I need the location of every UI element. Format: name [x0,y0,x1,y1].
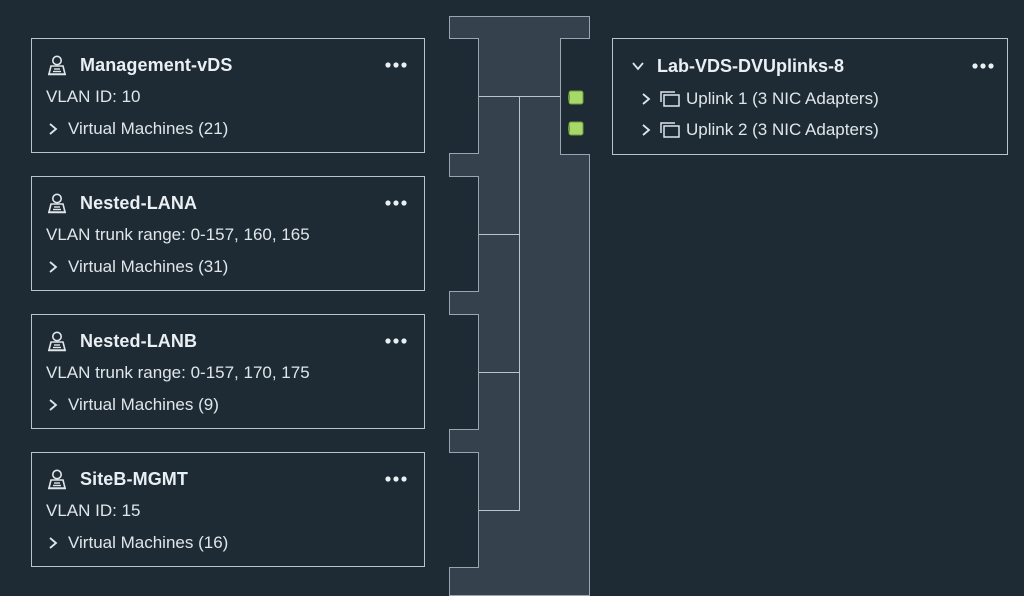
uplinks-header[interactable]: Lab-VDS-DVUplinks-8 [631,53,997,79]
portgroup-card-nested-lanb[interactable]: Nested-LANB VLAN trunk range: 0-157, 170… [31,314,425,429]
portgroup-vlan: VLAN trunk range: 0-157, 170, 175 [46,363,310,382]
virtual-machines-label: Virtual Machines (16) [68,533,229,552]
portgroup-card-siteb-mgmt[interactable]: SiteB-MGMT VLAN ID: 15 Virtual Machines … [31,452,425,567]
uplinks-group-name: Lab-VDS-DVUplinks-8 [657,55,845,76]
portgroup-name: SiteB-MGMT [80,468,188,489]
nic-port-icon[interactable] [568,121,584,136]
nic-port-icon[interactable] [568,90,584,105]
more-actions-icon[interactable] [969,53,997,79]
uplink-icon [660,91,680,107]
network-portgroup-icon [47,469,67,490]
wire [479,234,520,235]
more-actions-icon[interactable] [382,190,410,216]
uplink-row[interactable]: Uplink 2 (3 NIC Adapters) [639,119,879,141]
portgroup-port-block [449,314,479,430]
network-portgroup-icon [47,55,67,76]
network-portgroup-icon [47,331,67,352]
portgroup-card-management-vds[interactable]: Management-vDS VLAN ID: 10 Virtual Machi… [31,38,425,153]
chevron-right-icon [49,261,58,273]
portgroup-port-block [449,176,479,292]
uplink-icon [660,122,680,138]
portgroup-vlan: VLAN ID: 15 [46,501,141,520]
more-actions-icon[interactable] [382,52,410,78]
chevron-right-icon [49,537,58,549]
more-actions-icon[interactable] [382,328,410,354]
portgroup-card-nested-lana[interactable]: Nested-LANA VLAN trunk range: 0-157, 160… [31,176,425,291]
portgroup-port-block [449,38,479,154]
chevron-right-icon [49,399,58,411]
virtual-machines-toggle[interactable]: Virtual Machines (31) [46,256,228,278]
portgroup-vlan: VLAN ID: 10 [46,87,141,106]
portgroup-header: Management-vDS [46,52,410,78]
uplink-row[interactable]: Uplink 1 (3 NIC Adapters) [639,88,879,110]
portgroup-header: Nested-LANA [46,190,410,216]
portgroup-name: Nested-LANA [80,192,198,213]
virtual-machines-label: Virtual Machines (21) [68,119,229,138]
wire [479,510,520,511]
uplink-label: Uplink 1 (3 NIC Adapters) [686,89,879,108]
chevron-right-icon[interactable] [639,123,653,137]
chevron-right-icon [49,123,58,135]
chevron-right-icon[interactable] [639,92,653,106]
virtual-machines-toggle[interactable]: Virtual Machines (16) [46,532,228,554]
wire [519,96,520,511]
wire [479,372,520,373]
portgroup-name: Nested-LANB [80,330,198,351]
portgroup-header: Nested-LANB [46,328,410,354]
portgroup-header: SiteB-MGMT [46,466,410,492]
portgroup-name: Management-vDS [80,54,233,75]
uplink-label: Uplink 2 (3 NIC Adapters) [686,120,879,139]
virtual-machines-toggle[interactable]: Virtual Machines (9) [46,394,219,416]
virtual-machines-label: Virtual Machines (9) [68,395,219,414]
more-actions-icon[interactable] [382,466,410,492]
chevron-down-icon[interactable] [631,59,645,73]
uplinks-card[interactable]: Lab-VDS-DVUplinks-8 Uplink 1 (3 NIC Adap… [612,38,1008,155]
virtual-machines-label: Virtual Machines (31) [68,257,229,276]
portgroup-port-block [449,452,479,568]
portgroup-vlan: VLAN trunk range: 0-157, 160, 165 [46,225,310,244]
network-portgroup-icon [47,193,67,214]
virtual-machines-toggle[interactable]: Virtual Machines (21) [46,118,228,140]
